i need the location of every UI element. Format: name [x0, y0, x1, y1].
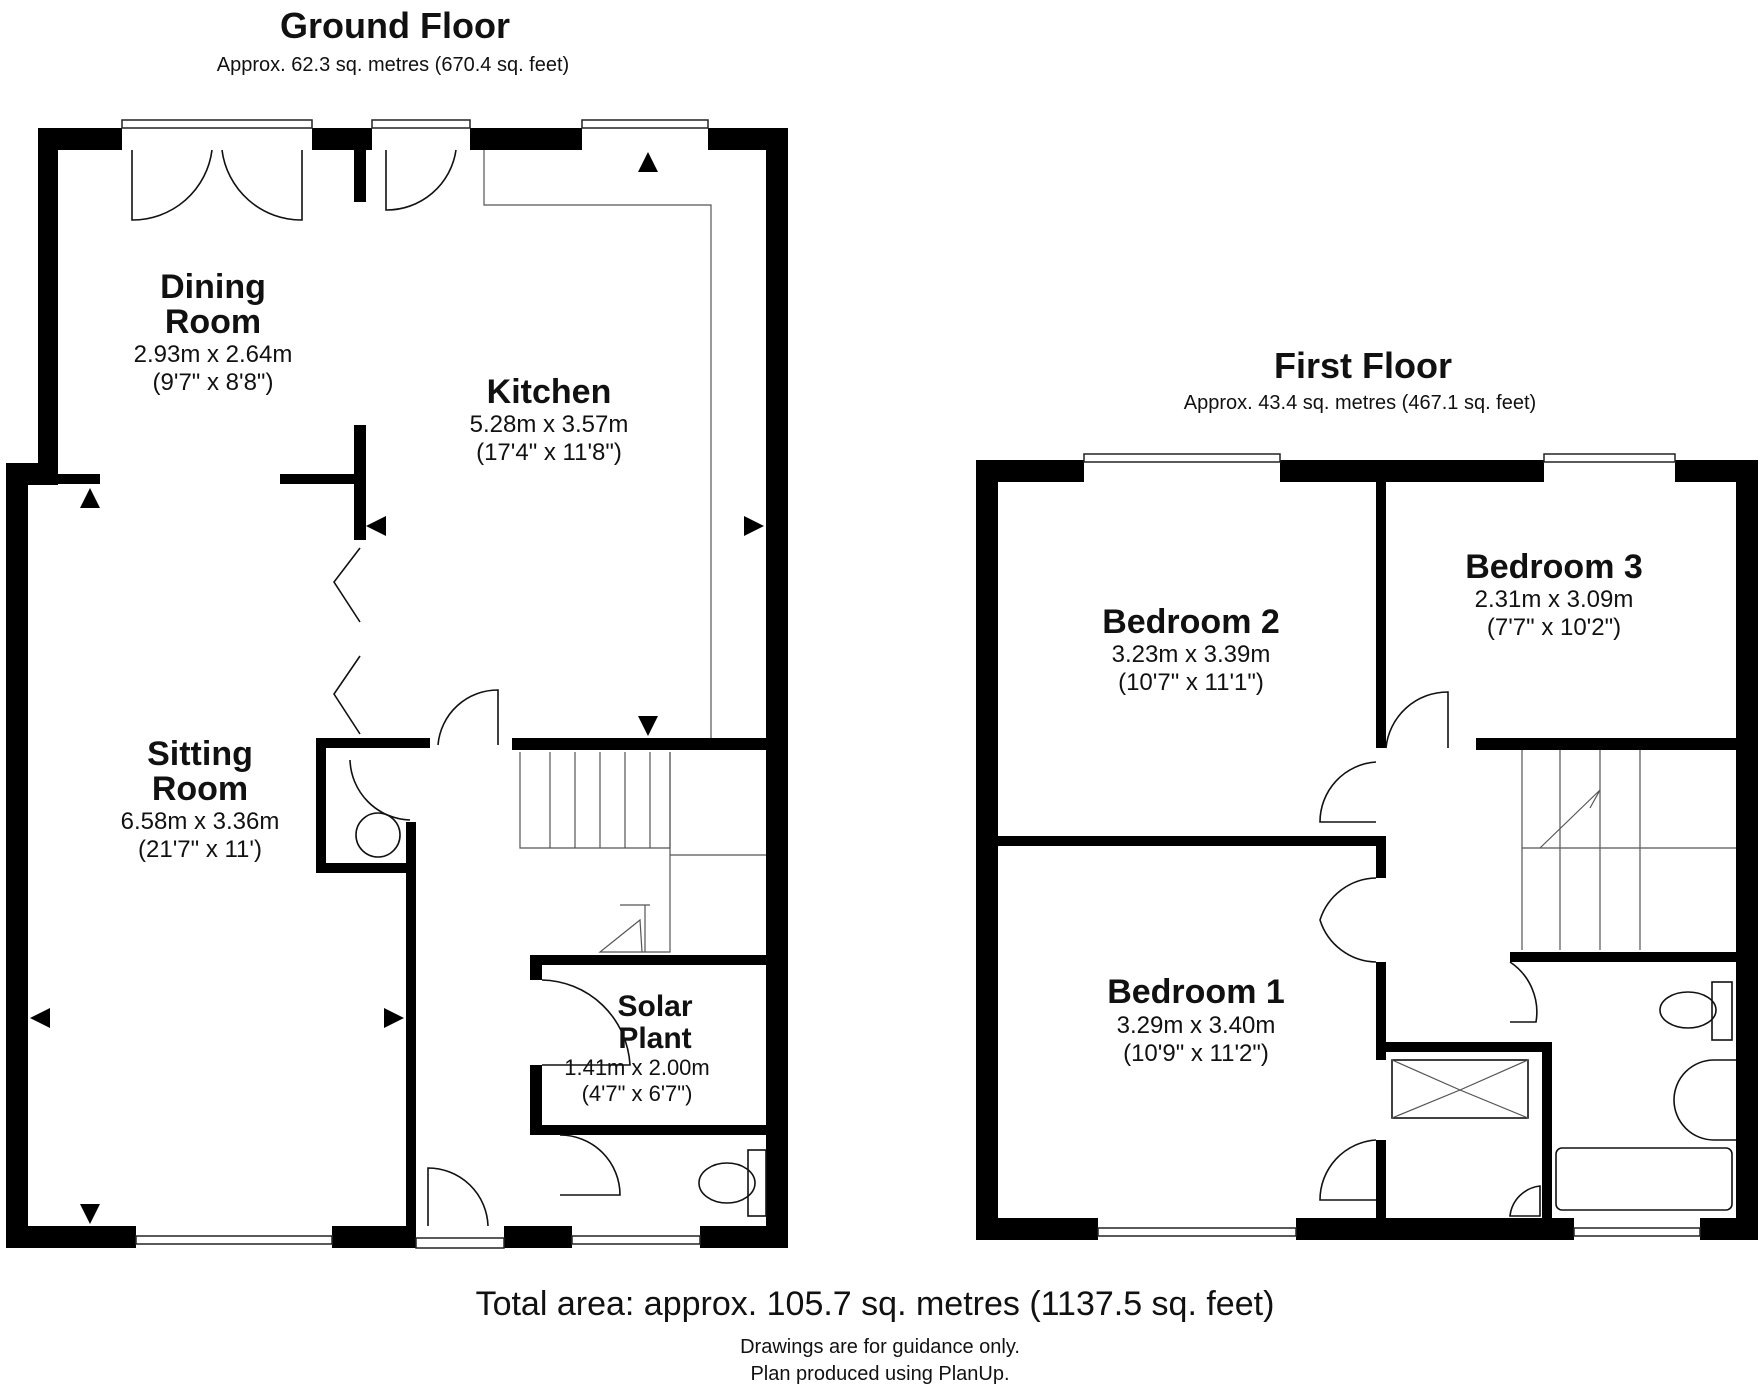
ground-floor-walls — [6, 128, 788, 1248]
first-floor-stairs — [1521, 750, 1736, 950]
first-floor-walls — [976, 460, 1758, 1240]
first-floor-windows — [1083, 453, 1701, 1237]
room-solar-plant: Solar Plant 1.41m x 2.00m (4'7" x 6'7") — [564, 990, 710, 1106]
room-size-imperial: (4'7" x 6'7") — [582, 1081, 693, 1106]
room-size-imperial: (9'7" x 8'8") — [153, 369, 274, 396]
ground-floor-windows — [121, 119, 709, 1249]
ground-floor-title: Ground Floor — [280, 5, 510, 46]
room-size: 3.23m x 3.39m — [1112, 641, 1271, 668]
first-floor-doors — [1319, 691, 1538, 1201]
room-bedroom-3: Bedroom 3 2.31m x 3.09m (7'7" x 10'2") — [1465, 548, 1643, 641]
room-size-imperial: (7'7" x 10'2") — [1487, 614, 1621, 641]
corner-basin — [1509, 1185, 1541, 1217]
toilet-cistern — [1711, 981, 1733, 1041]
room-name: Kitchen — [487, 373, 612, 411]
basin — [1673, 1059, 1736, 1141]
room-name: Room — [152, 770, 248, 808]
room-size: 2.93m x 2.64m — [134, 341, 293, 368]
ground-floor-stairs — [519, 752, 766, 953]
room-name: Dining — [160, 268, 266, 306]
room-sitting-room: Sitting Room 6.58m x 3.36m (21'7" x 11') — [121, 735, 280, 863]
room-name: Bedroom 1 — [1107, 973, 1285, 1011]
room-bedroom-1: Bedroom 1 3.29m x 3.40m (10'9" x 11'2") — [1107, 973, 1285, 1067]
room-size: 1.41m x 2.00m — [564, 1055, 710, 1080]
disclaimer-planup: Plan produced using PlanUp. — [750, 1363, 1009, 1385]
shower-tray — [1391, 1059, 1529, 1119]
room-name: Room — [165, 303, 261, 341]
total-area: Total area: approx. 105.7 sq. metres (11… — [476, 1285, 1275, 1323]
room-name: Bedroom 2 — [1102, 603, 1280, 641]
ground-floor-area: Approx. 62.3 sq. metres (670.4 sq. feet) — [217, 54, 569, 76]
room-name: Sitting — [147, 735, 253, 773]
ground-floor-arrows — [30, 152, 764, 1224]
room-size: 6.58m x 3.36m — [121, 808, 280, 835]
ground-floor-doors — [131, 149, 767, 1227]
room-size: 5.28m x 3.57m — [470, 411, 629, 438]
room-bedroom-2: Bedroom 2 3.23m x 3.39m (10'7" x 11'1") — [1102, 603, 1280, 696]
room-size: 2.31m x 3.09m — [1475, 586, 1634, 613]
room-size: 3.29m x 3.40m — [1117, 1012, 1276, 1039]
first-floor-area: Approx. 43.4 sq. metres (467.1 sq. feet) — [1184, 392, 1536, 414]
bath — [1555, 1147, 1733, 1211]
room-name: Plant — [618, 1022, 691, 1055]
disclaimer-guidance: Drawings are for guidance only. — [740, 1336, 1020, 1358]
room-dining-room: Dining Room 2.93m x 2.64m (9'7" x 8'8") — [134, 268, 293, 396]
room-kitchen: Kitchen 5.28m x 3.57m (17'4" x 11'8") — [470, 373, 629, 466]
room-size-imperial: (17'4" x 11'8") — [476, 439, 622, 466]
room-name: Solar — [617, 990, 692, 1023]
first-floor-title: First Floor — [1274, 345, 1452, 386]
room-size-imperial: (10'9" x 11'2") — [1123, 1040, 1269, 1067]
room-size-imperial: (10'7" x 11'1") — [1118, 669, 1264, 696]
first-floor-fixtures — [1391, 981, 1736, 1217]
toilet-bowl — [1659, 991, 1717, 1029]
room-size-imperial: (21'7" x 11') — [138, 836, 262, 863]
room-name: Bedroom 3 — [1465, 548, 1643, 586]
